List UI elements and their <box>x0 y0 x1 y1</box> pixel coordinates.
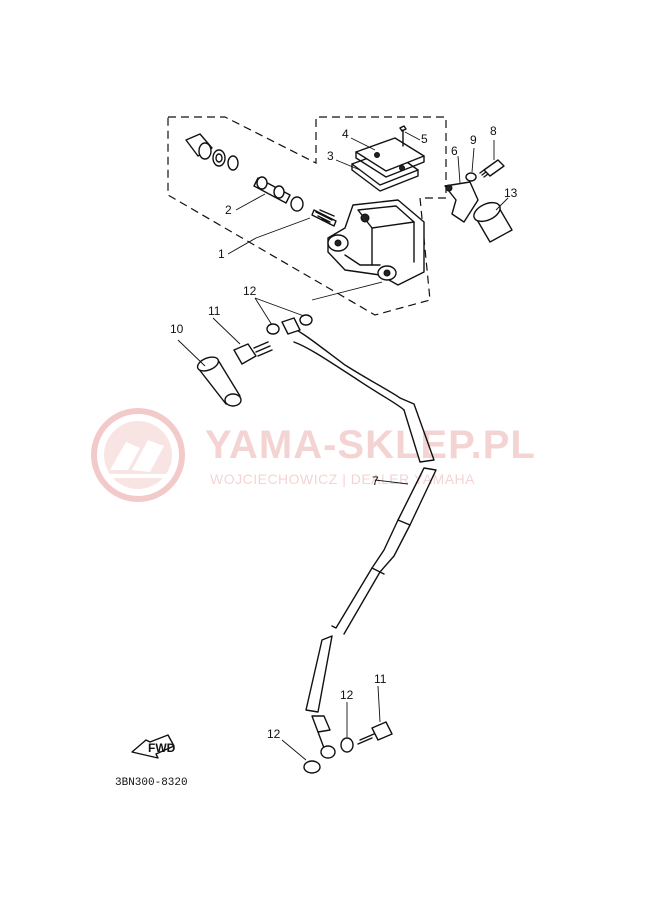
callout-12-lower-left: 12 <box>267 727 281 741</box>
watermark-title: YAMA-SKLEP.PL <box>205 423 536 467</box>
callout-7: 7 <box>372 474 379 488</box>
callout-2: 2 <box>225 203 232 217</box>
assembly-boundary <box>167 116 447 316</box>
callout-11-upper: 11 <box>208 304 221 318</box>
reservoir-cap <box>351 125 425 192</box>
union-bolt-upper <box>233 341 273 365</box>
callout-12-upper: 12 <box>243 284 257 298</box>
callout-8: 8 <box>490 124 497 138</box>
gasket-lower-2 <box>340 737 354 753</box>
callout-1: 1 <box>218 247 225 261</box>
callout-10: 10 <box>170 322 184 336</box>
callout-6: 6 <box>451 144 458 158</box>
callout-12-lower-right: 12 <box>340 688 354 702</box>
diagram-part-code: 3BN300-8320 <box>115 777 188 789</box>
gasket-lower-1 <box>303 760 321 774</box>
brake-hose <box>281 317 437 759</box>
protector-cap <box>196 356 242 407</box>
watermark-subtitle: WOJCIECHOWICZ | DEALER YAMAHA <box>210 471 475 487</box>
master-cylinder-body <box>327 199 425 286</box>
boot <box>473 201 513 243</box>
gasket-upper-2 <box>299 314 313 326</box>
callout-4: 4 <box>342 127 349 141</box>
callout-13: 13 <box>504 186 518 200</box>
bolt-washer <box>465 159 505 182</box>
gasket-upper-1 <box>266 323 280 335</box>
fwd-label: FWD <box>148 741 176 755</box>
watermark-logo-icon <box>91 408 185 502</box>
callout-5: 5 <box>421 132 428 146</box>
callout-11-lower: 11 <box>374 672 387 686</box>
union-bolt-lower <box>357 721 393 745</box>
piston-kit <box>185 133 337 227</box>
fwd-arrow-icon: FWD <box>131 734 176 759</box>
callout-3: 3 <box>327 149 334 163</box>
callout-9: 9 <box>470 133 477 147</box>
holder-bracket <box>444 181 479 223</box>
watermark: YAMA-SKLEP.PL WOJCIECHOWICZ | DEALER YAM… <box>91 408 536 502</box>
callout-labels: 1 2 3 4 5 6 7 8 9 10 11 11 12 12 12 13 <box>170 124 518 741</box>
leader-lines <box>177 131 509 761</box>
